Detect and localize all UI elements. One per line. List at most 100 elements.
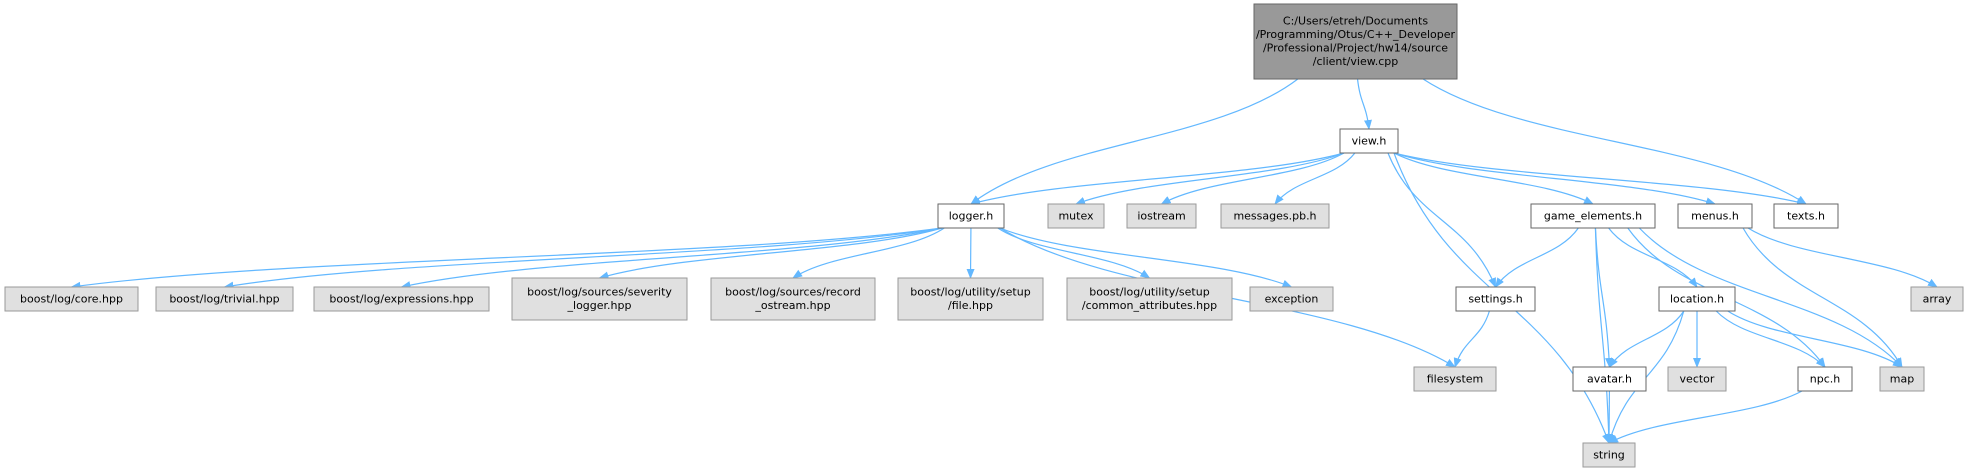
node-settings-h[interactable]: settings.h <box>1455 286 1536 312</box>
node-label: boost/log/trivial.hpp <box>169 292 279 305</box>
node-messages-pb-h: messages.pb.h <box>1220 203 1330 229</box>
node-menus-h[interactable]: menus.h <box>1677 203 1753 229</box>
node-label: _ostream.hpp <box>754 299 830 312</box>
edge-npc_h-to-string <box>1608 390 1803 444</box>
node-label: location.h <box>1670 292 1724 305</box>
node-box <box>511 277 688 321</box>
node-label: /file.hpp <box>948 299 993 312</box>
node-boost-log-trivial: boost/log/trivial.hpp <box>155 286 294 312</box>
node-iostream: iostream <box>1126 203 1197 229</box>
edge-menus_h-to-array <box>1747 227 1938 288</box>
node-label: boost/log/utility/setup <box>910 286 1030 299</box>
node-label: /client/view.cpp <box>1313 55 1398 68</box>
node-box <box>4 286 139 312</box>
node-box <box>1047 203 1105 229</box>
node-label: avatar.h <box>1587 372 1632 385</box>
edge-location_h-to-avatar_h <box>1608 310 1685 368</box>
node-location-h[interactable]: location.h <box>1658 286 1736 312</box>
edge-view_h-to-settings_h <box>1387 152 1497 288</box>
node-box <box>1572 366 1647 392</box>
node-boost-log-core: boost/log/core.hpp <box>4 286 139 312</box>
node-logger-h[interactable]: logger.h <box>937 203 1005 229</box>
edge-view_h-to-iostream <box>1160 152 1345 205</box>
node-box <box>1773 203 1839 229</box>
node-label: menus.h <box>1691 209 1739 222</box>
node-label: view.h <box>1352 134 1387 147</box>
edge-game_elements_h-to-settings_h <box>1494 227 1579 288</box>
edge-logger_h-to-boost_log_trivial <box>223 227 943 290</box>
node-box <box>710 277 876 321</box>
node-box <box>1582 442 1636 468</box>
node-box <box>313 286 490 312</box>
node-texts-h[interactable]: texts.h <box>1773 203 1839 229</box>
node-layer: C:/Users/etreh/Documents/Programming/Otu… <box>4 3 1964 468</box>
edge-location_h-to-npc_h <box>1715 310 1826 368</box>
node-label: messages.pb.h <box>1233 209 1316 222</box>
edge-view_h-to-messages_pb_h <box>1274 152 1356 205</box>
edge-view_h-to-game_elements_h <box>1393 152 1594 205</box>
node-string: string <box>1582 442 1636 468</box>
node-label: iostream <box>1137 209 1185 222</box>
edge-game_elements_h-to-map <box>1638 227 1903 368</box>
node-box <box>1667 366 1727 392</box>
node-boost-record-ostream: boost/log/sources/record_ostream.hpp <box>710 277 876 321</box>
node-label: /Programming/Otus/C++_Developer <box>1256 28 1456 41</box>
node-box <box>1066 277 1233 321</box>
node-view-h[interactable]: view.h <box>1339 128 1399 154</box>
node-box <box>1220 203 1330 229</box>
node-box <box>1530 203 1656 229</box>
edge-logger_h-to-boost_log_core <box>70 227 943 290</box>
node-game-elements-h[interactable]: game_elements.h <box>1530 203 1656 229</box>
node-npc-h[interactable]: npc.h <box>1797 366 1853 392</box>
node-mutex: mutex <box>1047 203 1105 229</box>
edge-menus_h-to-map <box>1742 227 1903 368</box>
edge-view_h-to-logger_h <box>970 152 1345 206</box>
node-label: _logger.hpp <box>567 299 632 312</box>
node-label: C:/Users/etreh/Documents <box>1283 15 1428 28</box>
node-boost-log-expressions: boost/log/expressions.hpp <box>313 286 490 312</box>
node-box <box>1910 286 1964 312</box>
edge-layer <box>70 78 1938 444</box>
edge-location_h-to-map <box>1727 310 1903 368</box>
edge-game_elements_h-to-string <box>1594 227 1613 444</box>
node-label: exception <box>1265 292 1319 305</box>
edge-logger_h-to-boost_log_expressions <box>400 227 943 289</box>
edge-logger_h-to-boost_record_ostream <box>792 227 945 279</box>
edge-logger_h-to-exception <box>999 227 1293 288</box>
node-boost-severity-logger: boost/log/sources/severity_logger.hpp <box>511 277 688 321</box>
node-label: logger.h <box>949 209 994 222</box>
node-box <box>1658 286 1736 312</box>
node-label: string <box>1593 448 1625 461</box>
node-label: npc.h <box>1810 372 1840 385</box>
edge-view_h-to-texts_h <box>1393 152 1807 206</box>
node-box <box>937 203 1005 229</box>
edge-game_elements_h-to-location_h <box>1608 227 1698 288</box>
edge-logger_h-to-boost_severity_logger <box>598 227 943 280</box>
node-view-cpp[interactable]: C:/Users/etreh/Documents/Programming/Otu… <box>1253 3 1458 80</box>
node-box <box>1455 286 1536 312</box>
node-box <box>1339 128 1399 154</box>
node-label: game_elements.h <box>1544 209 1642 222</box>
node-boost-setup-common: boost/log/utility/setup/common_attribute… <box>1066 277 1233 321</box>
node-exception: exception <box>1249 286 1334 312</box>
node-label: boost/log/core.hpp <box>20 292 123 305</box>
node-label: boost/log/sources/severity <box>527 286 672 299</box>
node-label: boost/log/sources/record <box>725 286 861 299</box>
node-filesystem: filesystem <box>1413 366 1497 392</box>
node-map: map <box>1879 366 1925 392</box>
node-label: vector <box>1680 372 1715 385</box>
node-box <box>1253 3 1458 80</box>
node-label: mutex <box>1058 209 1094 222</box>
node-label: array <box>1923 292 1952 305</box>
node-label: texts.h <box>1787 209 1825 222</box>
node-label: filesystem <box>1427 372 1484 385</box>
edge-view_cpp-to-logger_h <box>970 78 1299 205</box>
node-vector: vector <box>1667 366 1727 392</box>
node-box <box>1797 366 1853 392</box>
node-label: boost/log/utility/setup <box>1089 286 1209 299</box>
node-box <box>1677 203 1753 229</box>
node-label: map <box>1890 372 1914 385</box>
node-avatar-h[interactable]: avatar.h <box>1572 366 1647 392</box>
node-box <box>1126 203 1197 229</box>
edge-game_elements_h-to-avatar_h <box>1594 227 1614 368</box>
